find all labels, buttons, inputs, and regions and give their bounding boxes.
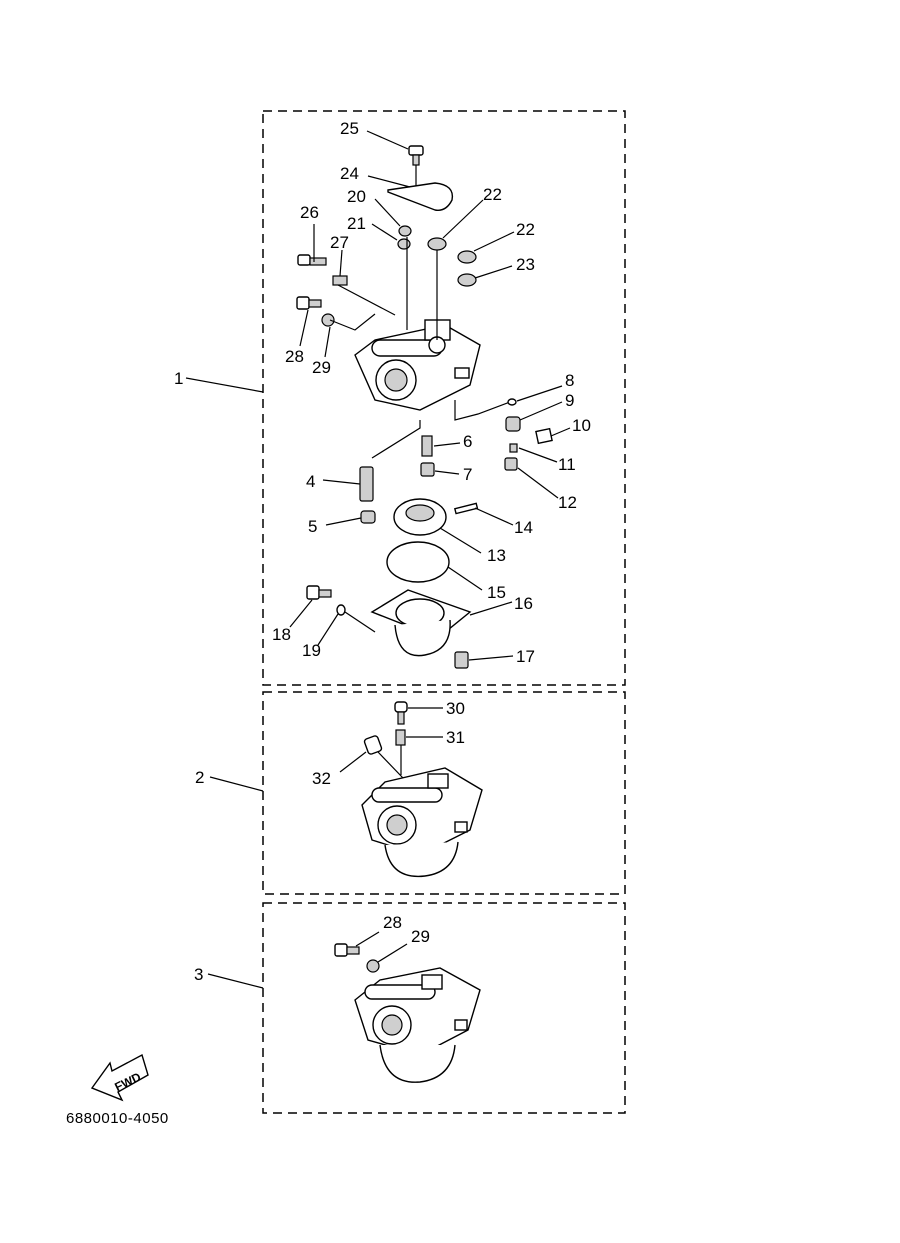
part-seat-5 (360, 510, 376, 524)
group-box-1 (262, 110, 626, 686)
callout-7: 7 (463, 465, 472, 484)
group-box-2 (262, 691, 626, 895)
callout-9: 9 (565, 391, 574, 410)
callout-27: 27 (330, 233, 349, 252)
callout-10: 10 (572, 416, 591, 435)
callout-22a: 22 (483, 185, 502, 204)
callout-17: 17 (516, 647, 535, 666)
callout-16: 16 (514, 594, 533, 613)
callout-4: 4 (306, 472, 315, 491)
part-screw-30 (394, 701, 408, 725)
callout-28a: 28 (285, 347, 304, 366)
part-plug-22b (457, 250, 477, 264)
callout-28b: 28 (383, 913, 402, 932)
part-cap-32 (363, 735, 383, 755)
callout-25: 25 (340, 119, 359, 138)
part-float-bowl-16 (370, 589, 472, 657)
part-pin-14 (453, 502, 479, 515)
part-screw-28a (296, 296, 322, 310)
carburetor-body-2 (361, 767, 483, 878)
part-plug-12 (504, 457, 518, 471)
part-screw-17 (454, 651, 469, 669)
group-label-2: 2 (195, 768, 204, 787)
part-washer-29a (321, 313, 335, 327)
callout-31: 31 (446, 728, 465, 747)
part-cap-20 (398, 225, 412, 237)
part-screw-26 (297, 254, 327, 266)
callout-24: 24 (340, 164, 359, 183)
group-box-3 (262, 902, 626, 1114)
part-float-13 (393, 498, 447, 536)
callout-18: 18 (272, 625, 291, 644)
callout-20: 20 (347, 187, 366, 206)
part-screw-25 (408, 145, 424, 186)
part-plug-22a (427, 237, 447, 251)
callout-5: 5 (308, 517, 317, 536)
part-jet-11 (509, 443, 518, 453)
part-plug-7 (420, 462, 435, 477)
part-washer-29b (366, 959, 380, 973)
part-spring-27 (332, 275, 348, 286)
part-oring-19 (336, 604, 346, 616)
part-cap-21 (397, 238, 411, 250)
callout-29a: 29 (312, 358, 331, 377)
part-screw-28b (334, 943, 360, 957)
callout-13: 13 (487, 546, 506, 565)
callout-32: 32 (312, 769, 331, 788)
part-screw-18 (306, 585, 332, 600)
callout-29b: 29 (411, 927, 430, 946)
group-label-1: 1 (174, 369, 183, 388)
part-plate-24 (387, 182, 454, 211)
part-spring-31 (395, 729, 406, 746)
fwd-arrow-icon: FWD (90, 1053, 149, 1102)
carburetor-body-1 (354, 319, 481, 411)
callout-23: 23 (516, 255, 535, 274)
callout-21: 21 (347, 214, 366, 233)
carburetor-body-3 (354, 967, 481, 1083)
part-gasket-23 (457, 273, 477, 287)
group-label-3: 3 (194, 965, 203, 984)
callout-8: 8 (565, 371, 574, 390)
callout-6: 6 (463, 432, 472, 451)
part-needle-4 (359, 466, 374, 502)
callout-15: 15 (487, 583, 506, 602)
part-oring-8 (507, 398, 517, 406)
callout-26: 26 (300, 203, 319, 222)
callout-11: 11 (558, 455, 576, 474)
part-jet-6 (421, 435, 433, 457)
part-jet-9 (505, 416, 521, 432)
catalog-code: 6880010-4050 (66, 1110, 169, 1127)
callout-12: 12 (558, 493, 577, 512)
callout-22b: 22 (516, 220, 535, 239)
callout-30: 30 (446, 699, 465, 718)
part-tag-10 (535, 427, 553, 445)
callout-19: 19 (302, 641, 321, 660)
part-gasket-15 (386, 541, 450, 583)
callout-14: 14 (514, 518, 533, 537)
